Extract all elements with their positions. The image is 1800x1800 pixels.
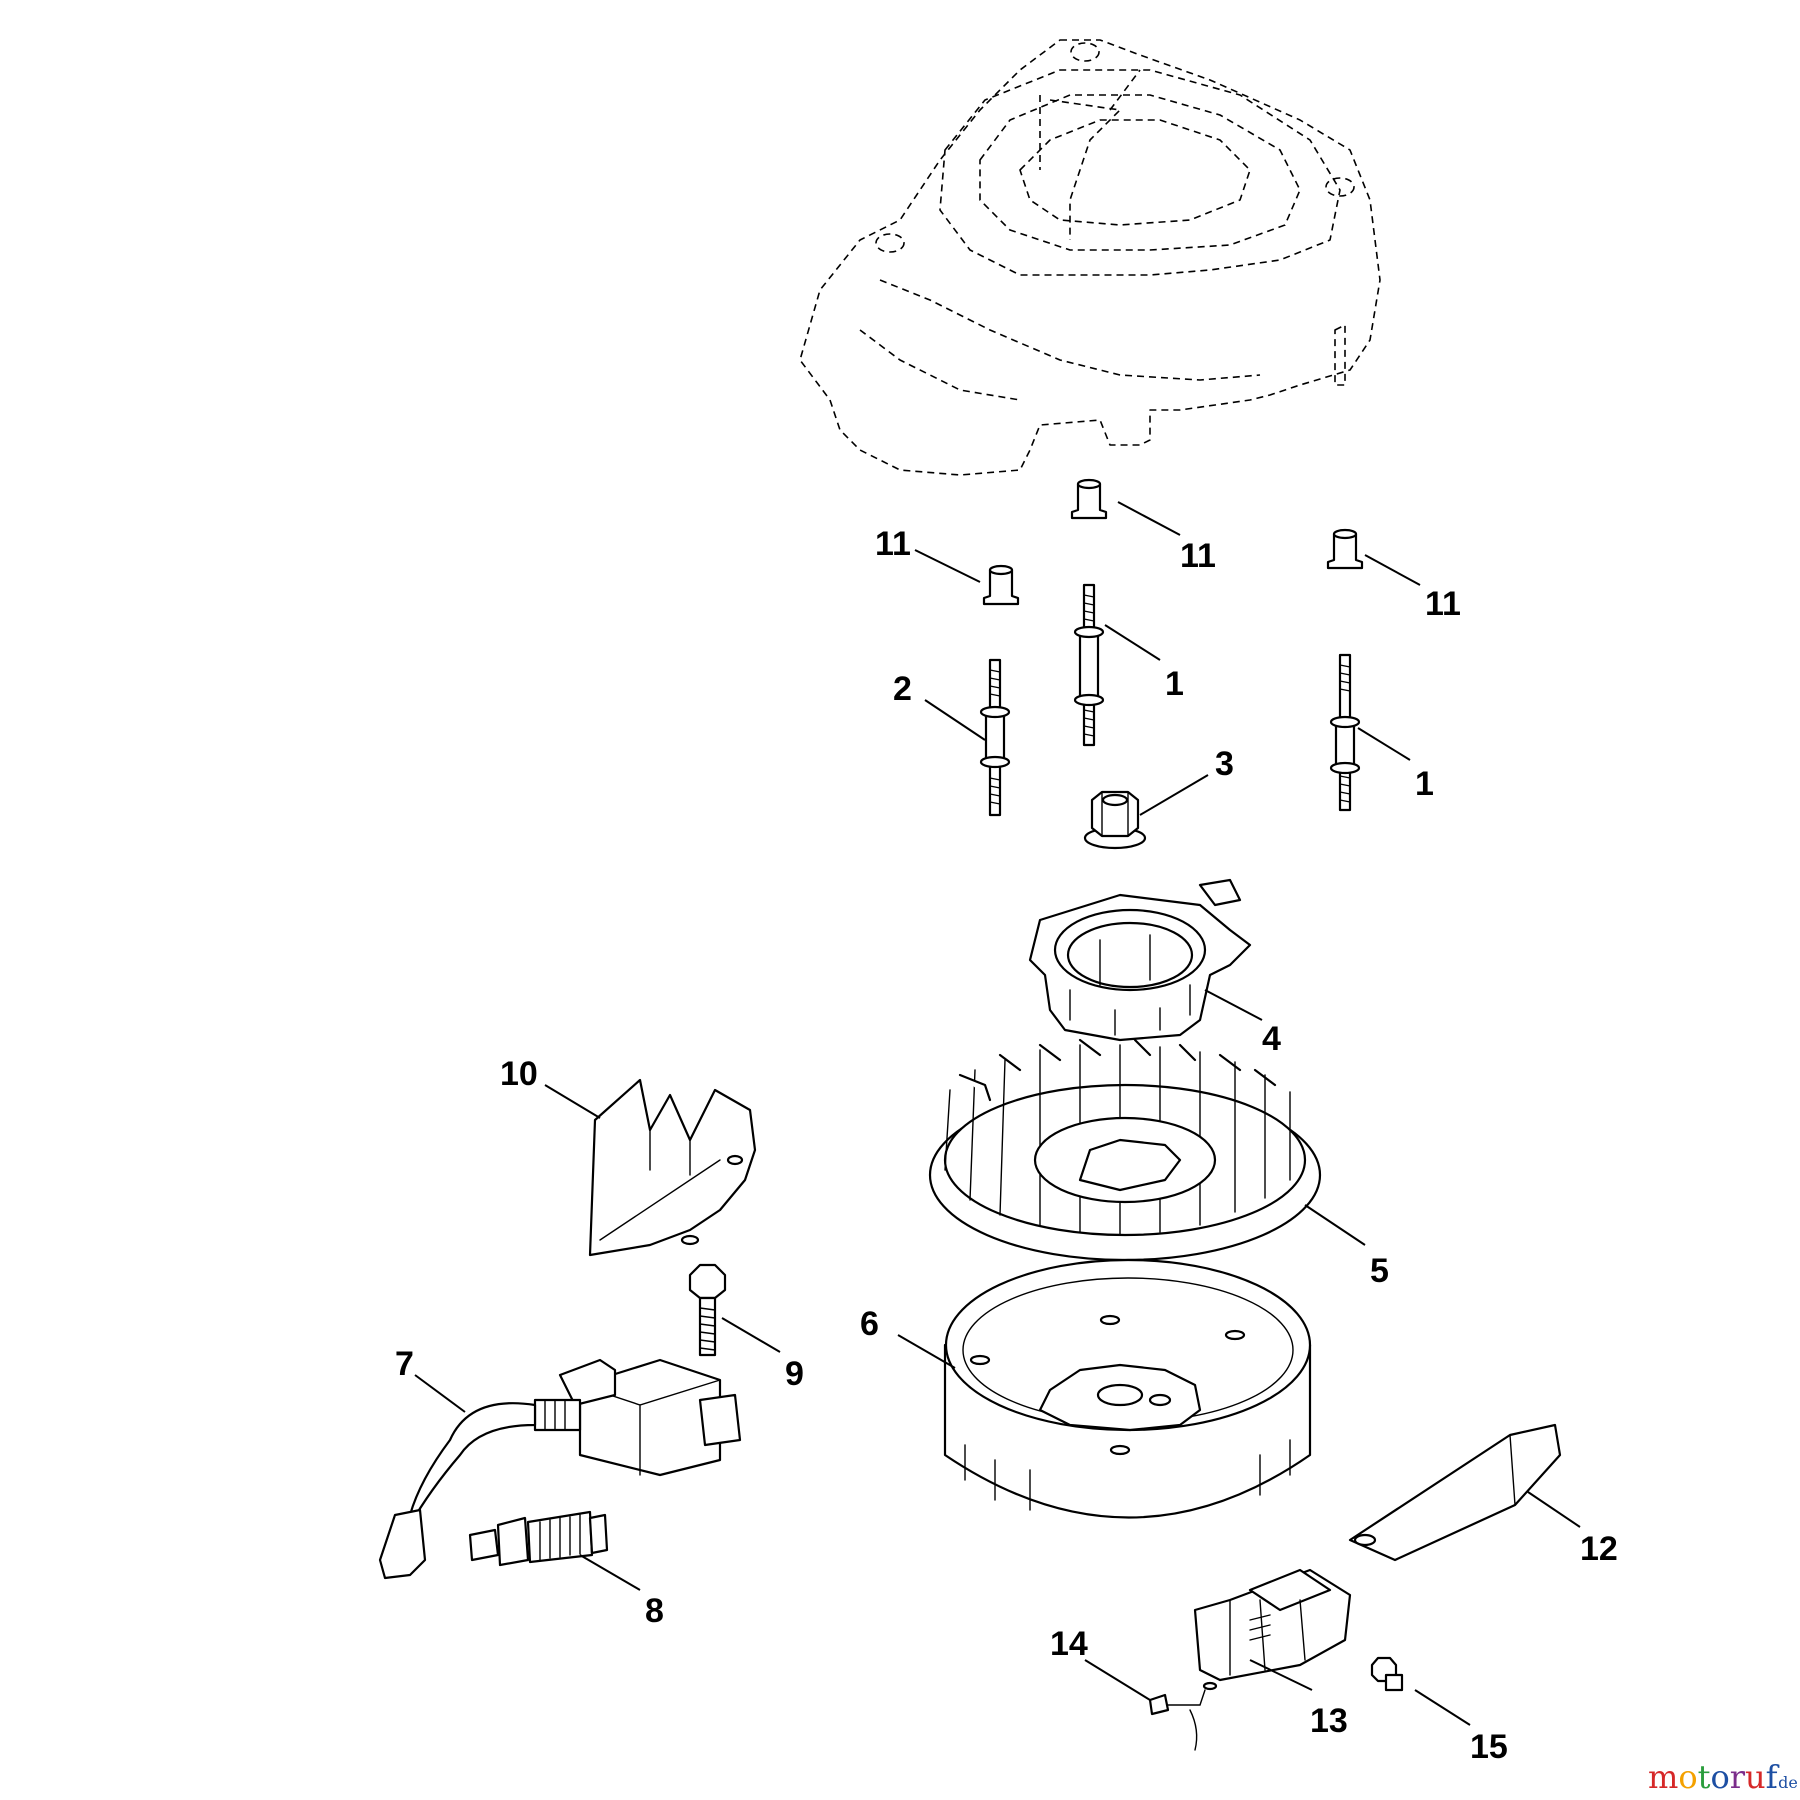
spacer-bushing-11-right (1326, 528, 1364, 570)
leader-lines (414, 501, 1581, 1726)
callout-12: 12 (1580, 1530, 1618, 1568)
cooling-fan-5 (928, 1038, 1322, 1262)
flange-nut-3 (1083, 790, 1147, 850)
callout-10: 10 (500, 1055, 538, 1093)
callout-3: 3 (1215, 745, 1234, 783)
watermark-letter: m (1648, 1758, 1678, 1796)
stud-1-center (1073, 583, 1105, 747)
callout-6: 6 (860, 1305, 879, 1343)
callout-4: 4 (1262, 1020, 1281, 1058)
callout-11-center: 11 (1180, 537, 1216, 575)
callout-7: 7 (395, 1345, 414, 1383)
stud-2-left (979, 658, 1011, 817)
ignition-coil-7 (378, 1358, 742, 1580)
spacer-bushing-11-center (1070, 478, 1108, 520)
watermark-letter: f (1766, 1758, 1780, 1796)
callout-13: 13 (1310, 1702, 1348, 1740)
screw-9 (688, 1263, 727, 1357)
callout-8: 8 (645, 1592, 664, 1630)
callout-labels: 11 11 11 1 1 2 3 4 5 6 7 8 9 10 12 13 14… (395, 525, 1618, 1766)
svg-text:motoruf: motoruf (1648, 1758, 1780, 1796)
ground-wire-14 (1148, 1681, 1218, 1751)
flywheel-6 (943, 1258, 1312, 1519)
blower-housing-outline (799, 39, 1381, 476)
air-guide-10 (588, 1078, 757, 1257)
watermark-letter: r (1730, 1758, 1746, 1796)
callout-11-left: 11 (875, 525, 911, 563)
screw-15 (1370, 1656, 1404, 1692)
spark-plug-8 (468, 1510, 609, 1567)
callout-1-right: 1 (1415, 765, 1434, 803)
starter-cup-4 (1028, 878, 1252, 1042)
watermark-letter: u (1745, 1758, 1766, 1796)
bracket-12 (1348, 1423, 1562, 1562)
callout-15: 15 (1470, 1728, 1508, 1766)
stud-1-right (1329, 653, 1361, 812)
callout-2: 2 (893, 670, 912, 708)
callout-1-center: 1 (1165, 665, 1184, 703)
watermark-suffix: .de (1773, 1773, 1798, 1792)
watermark-letter: t (1698, 1758, 1711, 1796)
callout-5: 5 (1370, 1252, 1389, 1290)
spacer-bushing-11-left (982, 564, 1020, 606)
switch-assembly-13 (1193, 1568, 1352, 1682)
motoruf-watermark-logo: motoruf .de (1648, 1758, 1798, 1796)
callout-11-right: 11 (1425, 585, 1461, 623)
watermark-letter: o (1678, 1758, 1697, 1796)
callout-9: 9 (785, 1355, 804, 1393)
callout-14: 14 (1050, 1625, 1088, 1663)
watermark-letter: o (1710, 1758, 1729, 1796)
